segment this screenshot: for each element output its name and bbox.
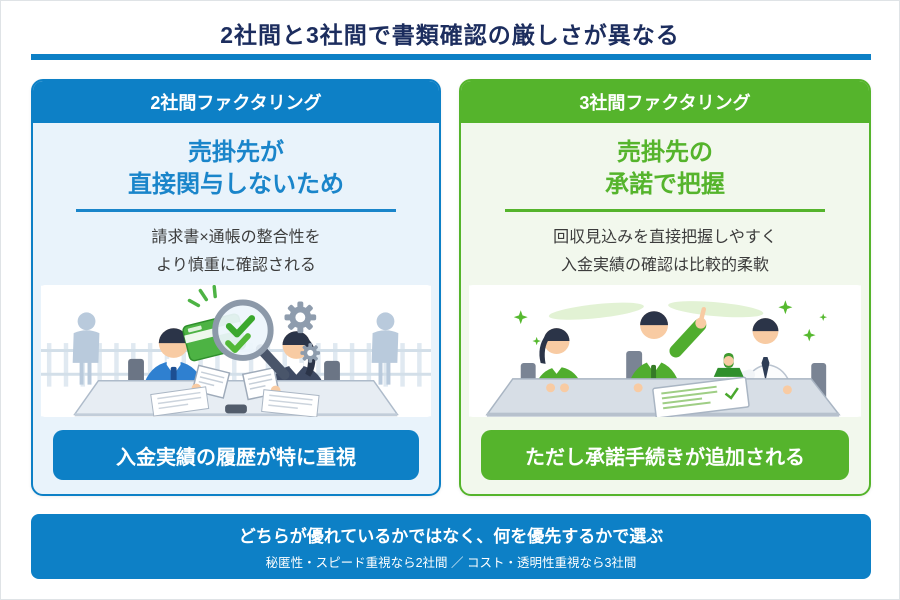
three-party-heading-rule bbox=[505, 209, 825, 213]
three-party-card-header: 3社間ファクタリング bbox=[461, 81, 869, 123]
three-party-illustration bbox=[469, 284, 861, 417]
two-party-badge: 入金実績の履歴が特に重視 bbox=[53, 430, 419, 480]
three-party-badge: ただし承諾手続きが追加される bbox=[481, 430, 849, 480]
footer-detail: 秘匿性・スピード重視なら2社間 ／ コスト・透明性重視なら3社間 bbox=[265, 556, 637, 570]
three-party-heading-line1: 売掛先の bbox=[617, 139, 713, 166]
three-party-card: 3社間ファクタリング 売掛先の 承諾で把握 回収見込みを直接把握しやすく 入金実… bbox=[459, 79, 871, 496]
page-title: 2社間と3社間で書類確認の厳しさが異なる bbox=[220, 22, 680, 48]
two-party-heading-line1: 売掛先が bbox=[188, 139, 284, 166]
hand bbox=[546, 383, 556, 393]
three-party-heading-line2: 承諾で把握 bbox=[605, 170, 725, 198]
stamp-icon bbox=[713, 352, 744, 377]
accent-dashes-icon bbox=[187, 284, 217, 307]
two-party-heading-rule bbox=[76, 209, 396, 213]
desk-document-icon bbox=[150, 385, 210, 417]
three-party-desc-line2: 入金実績の確認は比較的柔軟 bbox=[560, 256, 769, 274]
phone-icon bbox=[225, 404, 247, 414]
gear-icon bbox=[300, 342, 321, 363]
checkmark-icon bbox=[225, 332, 251, 353]
two-party-illustration-svg bbox=[41, 284, 431, 417]
three-party-desc-line1: 回収見込みを直接把握しやすく bbox=[553, 229, 777, 247]
glow-streak bbox=[668, 300, 764, 318]
hand bbox=[560, 383, 569, 393]
footer-banner: どちらが優れているかではなく、何を優先するかで選ぶ 秘匿性・スピード重視なら2社… bbox=[31, 514, 871, 579]
signature-check-icon bbox=[724, 387, 739, 400]
hand bbox=[782, 385, 792, 394]
pointing-finger bbox=[698, 306, 707, 324]
two-party-description: 請求書×通帳の整合性を より慎重に確認される bbox=[33, 224, 439, 278]
desk-document-icon bbox=[261, 388, 320, 417]
contract-document-icon bbox=[652, 376, 750, 417]
gear-icon bbox=[284, 301, 317, 333]
two-party-card-header: 2社間ファクタリング bbox=[33, 81, 439, 123]
three-party-heading: 売掛先の 承諾で把握 bbox=[461, 137, 869, 200]
two-party-card: 2社間ファクタリング 売掛先が 直接関与しないため 請求書×通帳の整合性を より… bbox=[31, 79, 441, 496]
three-party-illustration-svg bbox=[469, 285, 861, 417]
background-silhouettes bbox=[72, 312, 399, 385]
two-party-heading: 売掛先が 直接関与しないため bbox=[33, 137, 439, 200]
two-party-heading-line2: 直接関与しないため bbox=[128, 170, 344, 198]
glow-streak bbox=[548, 302, 644, 320]
title-underline bbox=[31, 54, 871, 60]
two-party-illustration bbox=[41, 284, 431, 417]
hand bbox=[633, 383, 643, 393]
magnifier-icon bbox=[212, 299, 290, 380]
two-party-desc-line2: より慎重に確認される bbox=[156, 256, 316, 274]
three-party-description: 回収見込みを直接把握しやすく 入金実績の確認は比較的柔軟 bbox=[461, 224, 869, 278]
footer-conclusion: どちらが優れているかではなく、何を優先するかで選ぶ bbox=[238, 527, 664, 546]
checkmark-icon bbox=[225, 314, 256, 338]
two-party-desc-line1: 請求書×通帳の整合性を bbox=[151, 229, 321, 247]
